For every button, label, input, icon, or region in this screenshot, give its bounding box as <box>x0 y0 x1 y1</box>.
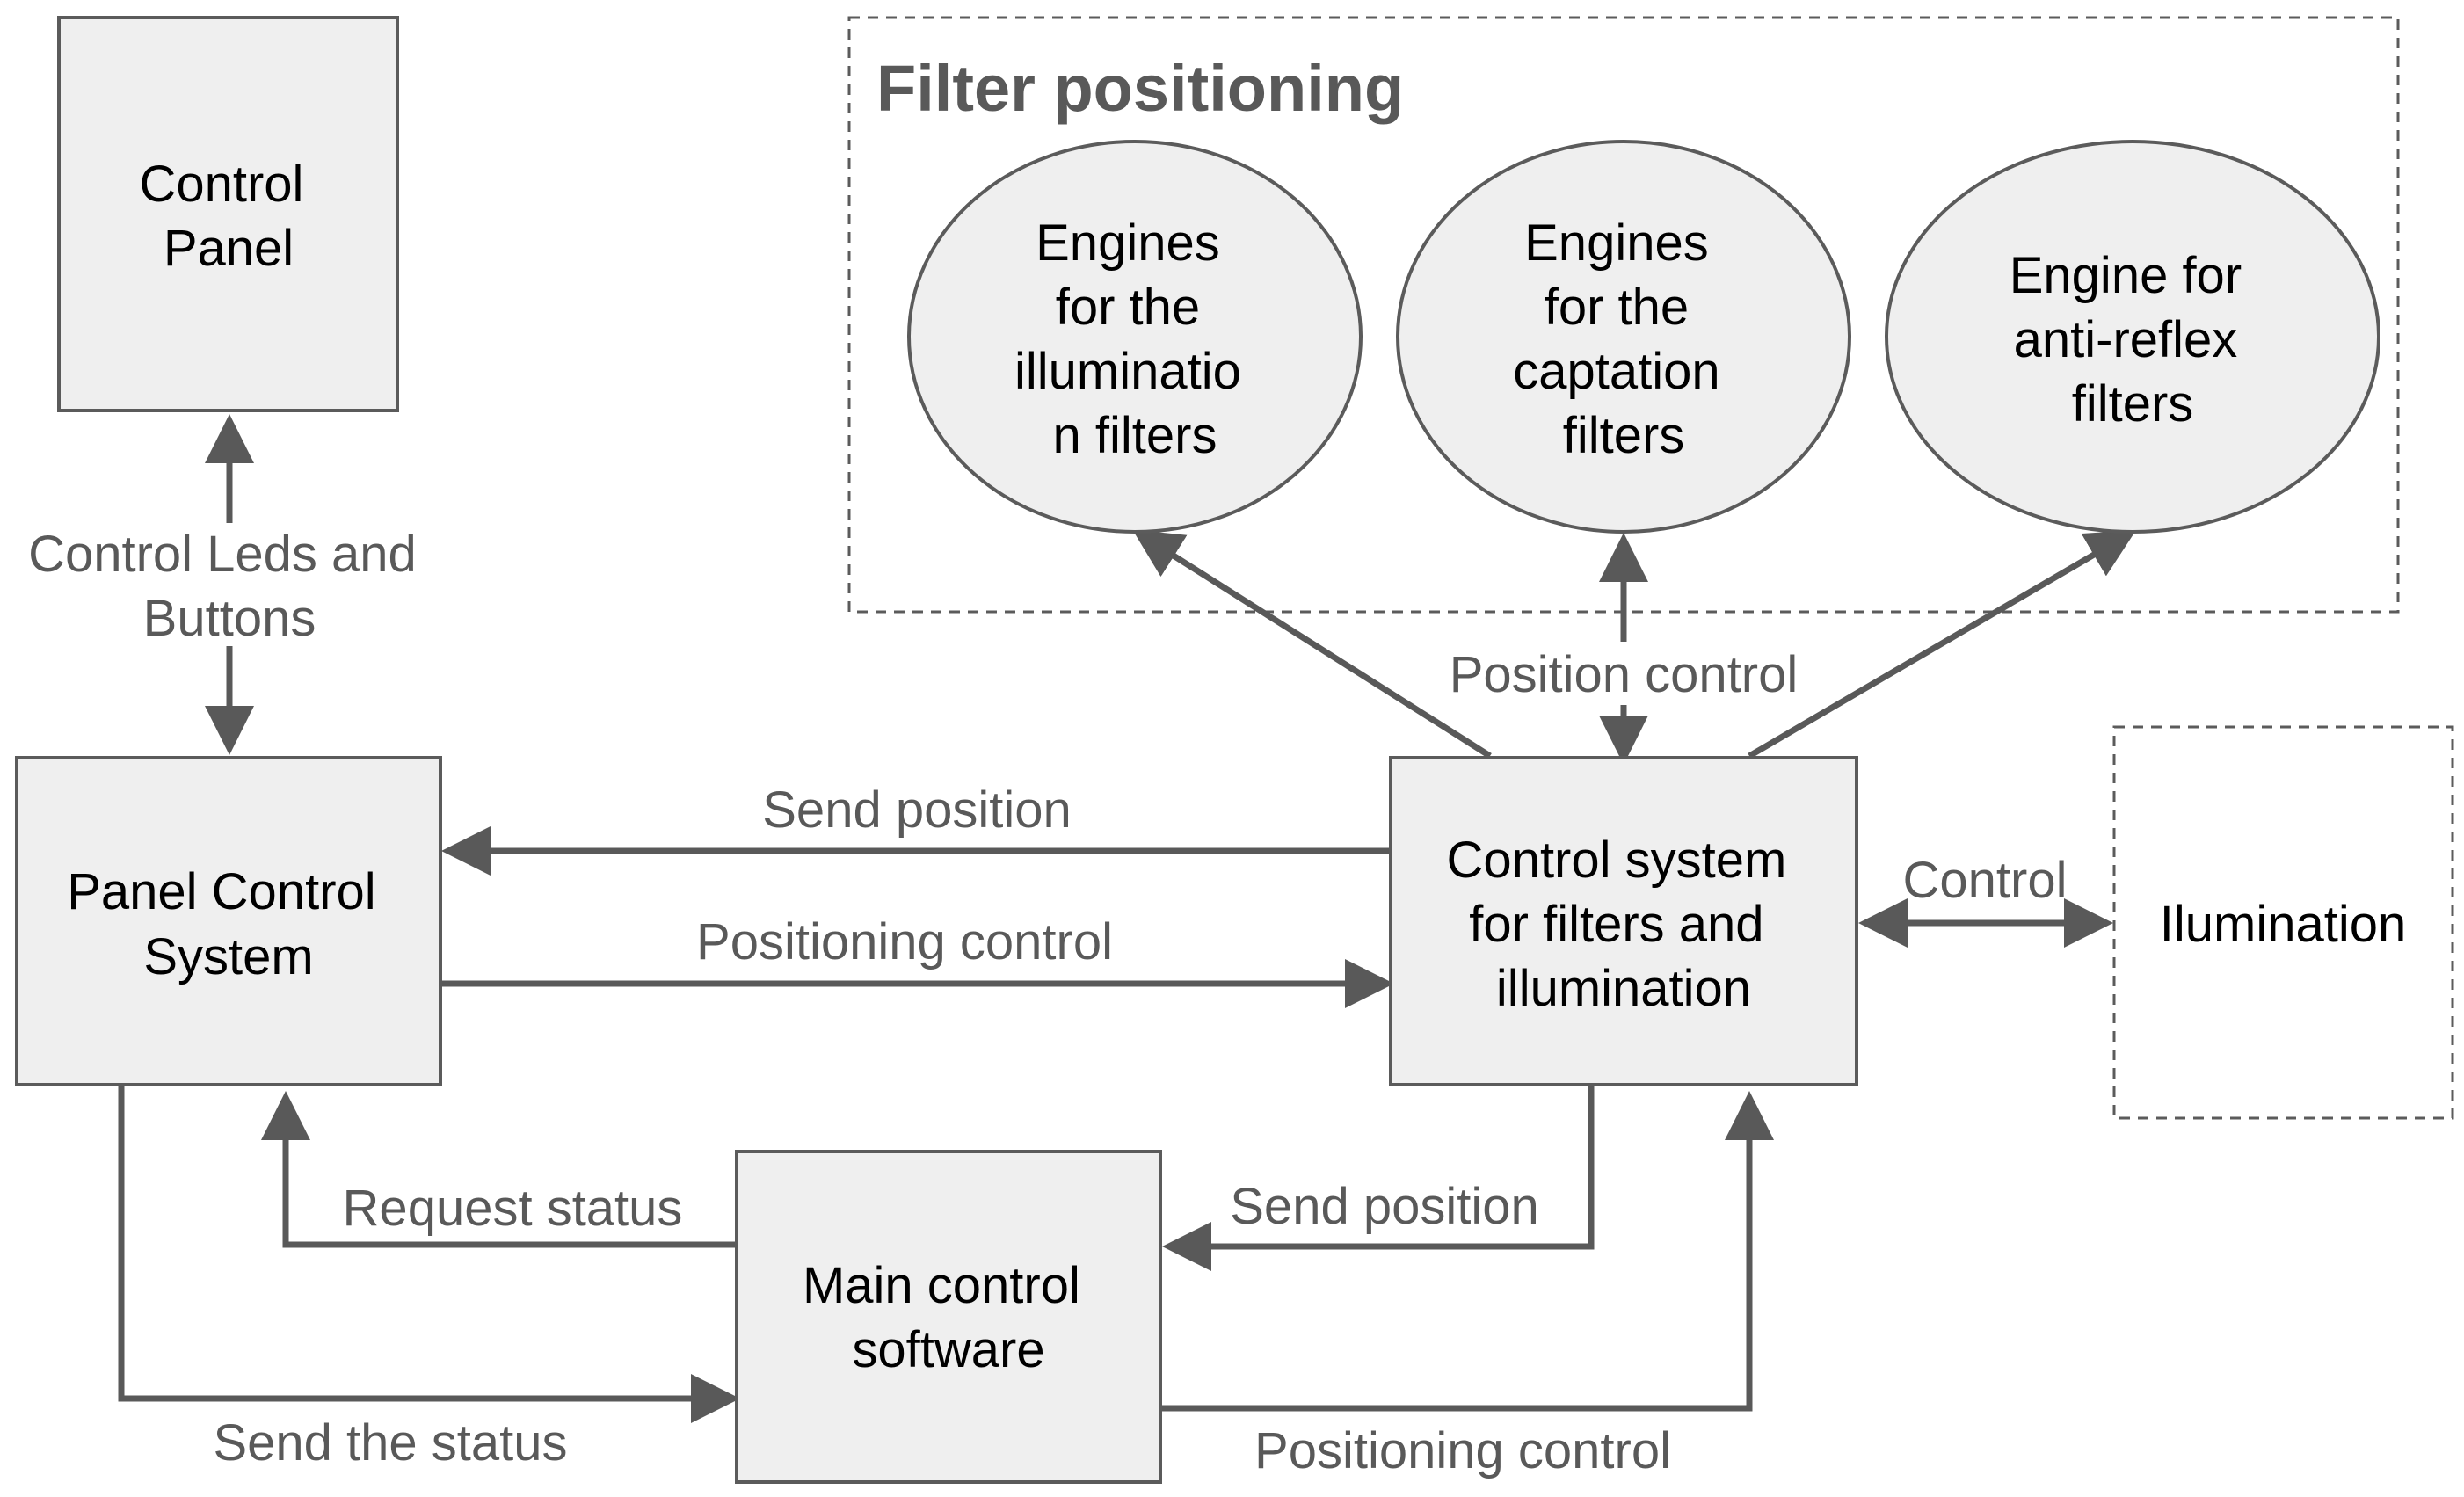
engines-illumination-label: Engines for the illuminatio n filters <box>1014 214 1255 464</box>
position-control-label-bg <box>1442 642 1811 705</box>
edge-label-positioning-control-top: Positioning control <box>696 913 1113 970</box>
main-control-software-box <box>735 1150 1162 1484</box>
engines-captation-node <box>1396 140 1851 534</box>
edge-label-send-position-bottom: Send position <box>1230 1178 1538 1235</box>
edge-request-status <box>261 1091 737 1248</box>
main-control-software-label: Main control software <box>803 1257 1094 1378</box>
engines-captation-label: Engines for the captation filters <box>1513 214 1734 464</box>
edge-label-send-position-top: Send position <box>762 781 1071 839</box>
edge-to-engine-antireflex <box>1748 529 2137 759</box>
control-panel-box <box>57 16 399 412</box>
leds-label-bg <box>19 523 441 646</box>
edge-label-positioning-control-bottom: Positioning control <box>1254 1422 1671 1479</box>
engines-illumination-node <box>907 140 1363 534</box>
edge-label-request-status: Request status <box>343 1180 683 1237</box>
edge-label-position-control: Position control <box>1450 646 1799 703</box>
panel-control-system-label: Panel Control System <box>67 863 390 985</box>
panel-control-system-box <box>15 756 442 1086</box>
edge-positioning-control-bottom <box>1159 1091 1774 1412</box>
edge-send-position-bottom <box>1162 1086 1595 1271</box>
edge-send-the-status <box>118 1086 740 1423</box>
engine-antireflex-label: Engine for anti-reflex filters <box>2010 247 2257 432</box>
illumination-box <box>2112 725 2454 1120</box>
edge-label-control-leds: Control Leds and Buttons <box>28 526 431 647</box>
control-system-label: Control system for filters and illuminat… <box>1447 832 1801 1017</box>
edge-label-control: Control <box>1903 852 2068 909</box>
engine-antireflex-node <box>1885 140 2380 534</box>
illumination-label: Ilumination <box>2160 896 2406 953</box>
control-panel-label: Control Panel <box>139 156 317 277</box>
edge-label-send-the-status: Send the status <box>213 1414 567 1472</box>
group-title: Filter positioning <box>876 52 1404 125</box>
control-system-box <box>1389 756 1858 1086</box>
edge-to-engines-illumination <box>1132 529 1492 759</box>
